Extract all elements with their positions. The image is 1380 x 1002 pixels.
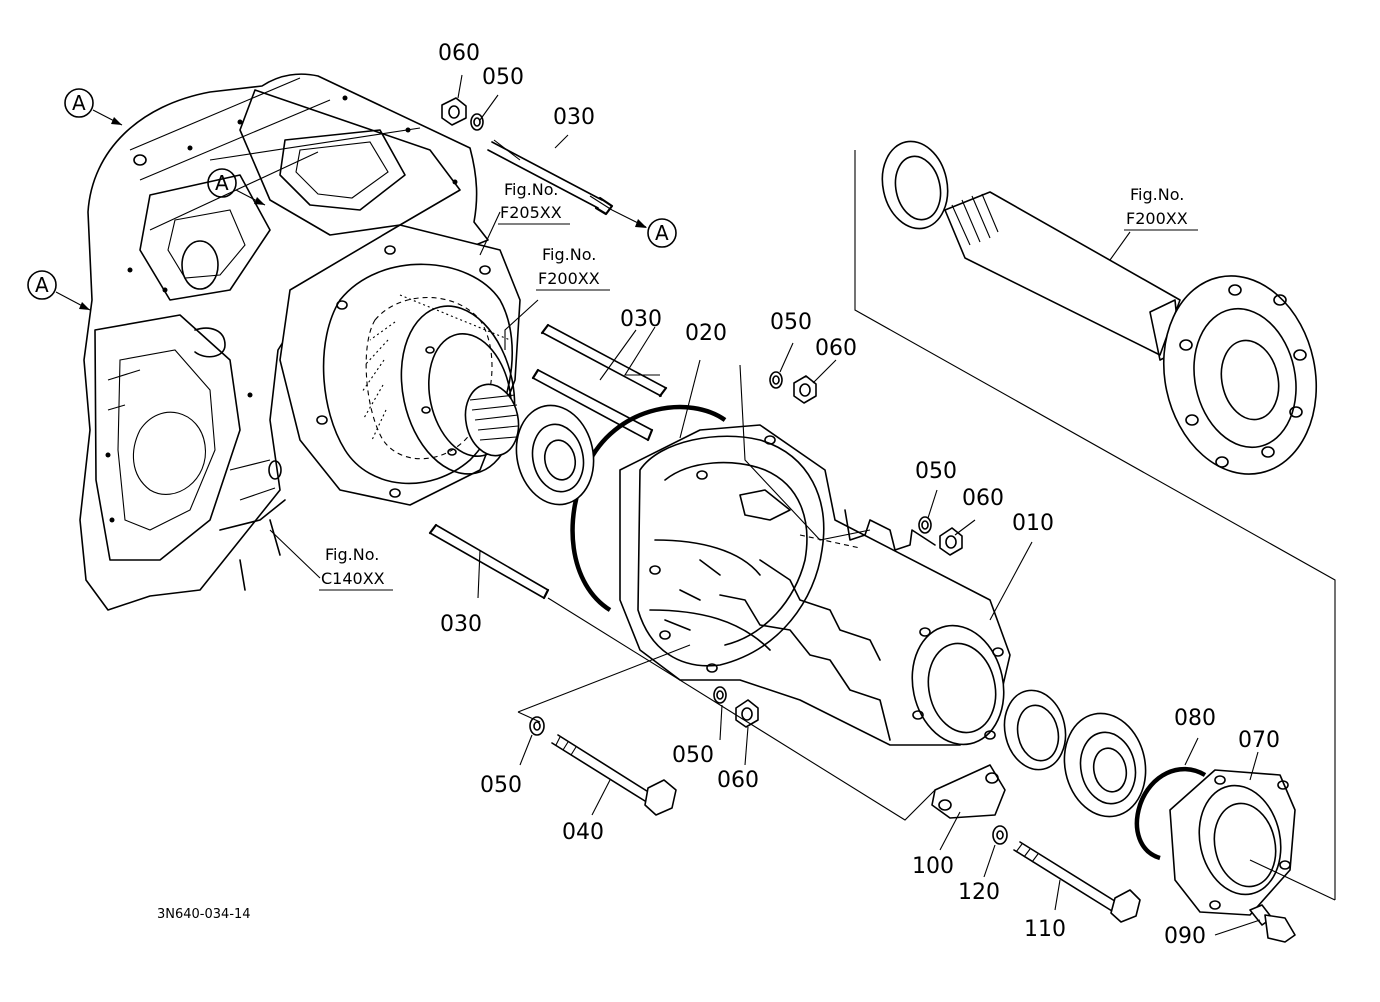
part-label-100: 100 [912, 854, 954, 879]
reference-marker-a-middle: A [207, 168, 266, 206]
part-label-040: 040 [562, 820, 604, 845]
part-label-110: 110 [1024, 917, 1066, 942]
part-label-060: 060 [815, 336, 857, 361]
part-label-050: 050 [915, 459, 957, 484]
part-label-010: 010 [1012, 511, 1054, 536]
axle-shaft-drawing [854, 140, 1336, 900]
part-label-070: 070 [1238, 728, 1280, 753]
svg-text:F205XX: F205XX [500, 203, 562, 222]
figure-ref-c140xx: Fig.No. C140XX [319, 545, 393, 591]
part-label-020: 020 [685, 321, 727, 346]
part-label-030: 030 [440, 612, 482, 637]
plug-090 [1249, 904, 1296, 943]
bearing-center [515, 404, 595, 506]
nut-washer-set-upper [441, 97, 484, 131]
part-label-050: 050 [770, 310, 812, 335]
bearing-holder-070 [1169, 769, 1296, 916]
bolt-040 [551, 734, 677, 816]
part-label-120: 120 [958, 880, 1000, 905]
oil-seal [1003, 689, 1067, 771]
part-label-060: 060 [717, 768, 759, 793]
axle-housing-010 [619, 424, 1011, 746]
nut-washer-set-right1 [769, 371, 817, 404]
figure-ref-f200xx-center: Fig.No. F200XX [536, 245, 610, 291]
reference-marker-a-right: A [611, 209, 677, 248]
part-label-090: 090 [1164, 924, 1206, 949]
bolt-110 [1013, 841, 1141, 923]
part-labels: 060 050 030 030 020 050 060 050 060 010 … [438, 41, 1280, 949]
svg-text:Fig.No.: Fig.No. [325, 545, 379, 564]
figure-ref-f205xx: Fig.No. F205XX [498, 180, 570, 225]
svg-text:A: A [215, 171, 229, 195]
flange-housing-drawing [279, 224, 521, 506]
nut-washer-set-lower [529, 686, 759, 736]
svg-text:Fig.No.: Fig.No. [504, 180, 558, 199]
svg-text:A: A [655, 221, 669, 245]
svg-text:A: A [35, 273, 49, 297]
alignment-lines [269, 74, 1336, 936]
washer-120 [992, 825, 1008, 845]
part-label-080: 080 [1174, 706, 1216, 731]
o-ring-080 [1134, 766, 1207, 861]
part-label-030: 030 [620, 307, 662, 332]
svg-text:Fig.No.: Fig.No. [1130, 185, 1184, 204]
drawing-code: 3N640-034-14 [157, 907, 251, 922]
part-label-050: 050 [672, 743, 714, 768]
bearing-right [1063, 712, 1147, 818]
plate-100 [931, 764, 1006, 819]
svg-text:Fig.No.: Fig.No. [542, 245, 596, 264]
svg-text:A: A [72, 91, 86, 115]
svg-text:C140XX: C140XX [321, 569, 385, 588]
reference-marker-a-top: A [64, 88, 123, 126]
part-label-050: 050 [482, 65, 524, 90]
nut-washer-set-right2 [918, 516, 963, 556]
part-label-060: 060 [962, 486, 1004, 511]
svg-text:F200XX: F200XX [1126, 209, 1188, 228]
reference-marker-a-left: A [27, 270, 91, 311]
figure-ref-f200xx-right: Fig.No. F200XX [1124, 185, 1198, 231]
stud-bolt-030-lower [428, 523, 550, 600]
part-label-060: 060 [438, 41, 480, 66]
part-label-050: 050 [480, 773, 522, 798]
transmission-case-drawing [79, 73, 489, 611]
svg-text:F200XX: F200XX [538, 269, 600, 288]
stud-bolt-030-upper [487, 139, 614, 216]
part-label-030: 030 [553, 105, 595, 130]
